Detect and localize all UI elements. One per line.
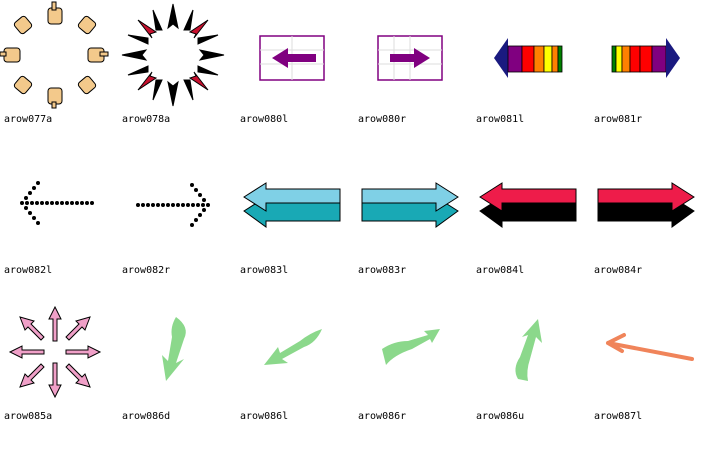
clipart-label: arow081l	[476, 114, 525, 125]
clipart-label: arow083r	[358, 265, 407, 276]
clipart-item-arow083r[interactable]: arow083r	[354, 151, 464, 279]
3d-red-arrow-right-icon	[597, 182, 695, 228]
green-curved-arrow-right-icon	[382, 329, 440, 365]
clipart-item-arow086r[interactable]: arow086r	[354, 297, 464, 425]
clipart-label: arow084l	[476, 265, 525, 276]
clipart-label: arow081r	[594, 114, 643, 125]
clipart-label: arow083l	[240, 265, 289, 276]
clipart-item-arow081r[interactable]: arow081r	[590, 0, 700, 128]
clipart-item-arow081l[interactable]: arow081l	[472, 0, 582, 128]
pointing-hands-circle-icon	[0, 1, 109, 109]
orange-arrow-left-icon	[606, 333, 694, 361]
starburst-arrows-icon	[121, 3, 225, 107]
dotted-arrow-left-icon	[20, 181, 94, 225]
clipart-item-arow080l[interactable]: arow080l	[236, 0, 346, 128]
clipart-item-arow086l[interactable]: arow086l	[236, 297, 346, 425]
dotted-arrow-right-icon	[136, 183, 210, 227]
purple-arrow-right-framed-icon	[377, 35, 443, 81]
purple-arrow-left-framed-icon	[259, 35, 325, 81]
clipart-label: arow084r	[594, 265, 643, 276]
3d-cyan-arrow-right-icon	[361, 182, 459, 228]
clipart-item-arow086d[interactable]: arow086d	[118, 297, 228, 425]
clipart-item-arow078a[interactable]: arow078a	[118, 0, 228, 128]
clipart-item-arow087l[interactable]: arow087l	[590, 297, 700, 425]
clipart-item-arow082l[interactable]: arow082l	[0, 151, 110, 279]
clipart-label: arow082r	[122, 265, 171, 276]
pink-arrows-outward-icon	[8, 305, 102, 399]
green-curved-arrow-left-icon	[264, 329, 322, 365]
clipart-item-arow085a[interactable]: arow085a	[0, 297, 110, 425]
clipart-label: arow078a	[122, 114, 171, 125]
clipart-label: arow082l	[4, 265, 53, 276]
rainbow-arrow-left-icon	[494, 38, 563, 78]
3d-cyan-arrow-left-icon	[243, 182, 341, 228]
clipart-label: arow086d	[122, 411, 171, 422]
rainbow-arrow-right-icon	[611, 38, 680, 78]
clipart-label: arow080r	[358, 114, 407, 125]
clipart-label: arow086u	[476, 411, 525, 422]
clipart-item-arow086u[interactable]: arow086u	[472, 297, 582, 425]
clipart-label: arow077a	[4, 114, 53, 125]
clipart-item-arow084r[interactable]: arow084r	[590, 151, 700, 279]
clipart-item-arow080r[interactable]: arow080r	[354, 0, 464, 128]
3d-red-arrow-left-icon	[479, 182, 577, 228]
clipart-label: arow085a	[4, 411, 53, 422]
clipart-item-arow082r[interactable]: arow082r	[118, 151, 228, 279]
clipart-label: arow086r	[358, 411, 407, 422]
clipart-label: arow086l	[240, 411, 289, 422]
clipart-item-arow077a[interactable]: arow077a	[0, 0, 110, 128]
clipart-item-arow084l[interactable]: arow084l	[472, 151, 582, 279]
clipart-item-arow083l[interactable]: arow083l	[236, 151, 346, 279]
green-curved-arrow-up-icon	[515, 319, 542, 381]
clipart-label: arow087l	[594, 411, 643, 422]
green-curved-arrow-down-icon	[162, 317, 186, 381]
clipart-label: arow080l	[240, 114, 289, 125]
